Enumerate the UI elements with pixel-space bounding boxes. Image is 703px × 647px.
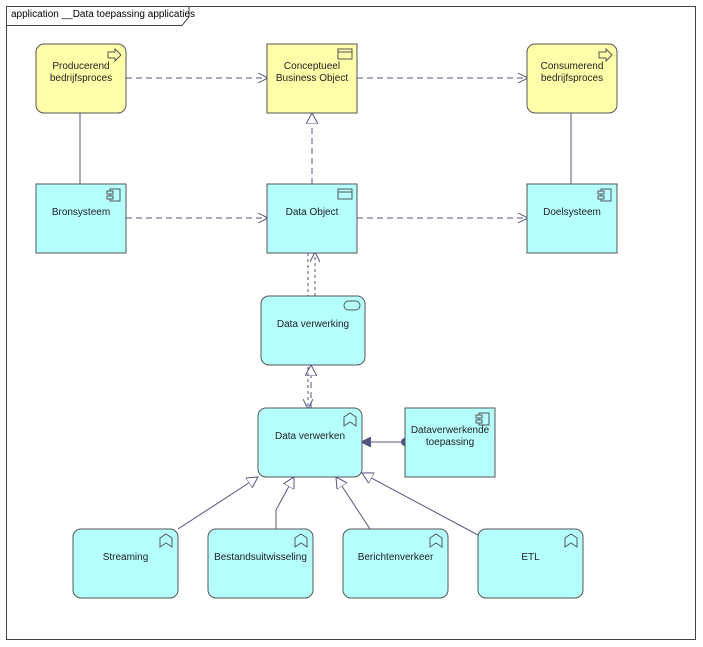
- node-doelsysteem[interactable]: Doelsysteem: [526, 183, 618, 254]
- frame-tab-outline: [6, 6, 190, 26]
- node-box: [526, 43, 618, 114]
- node-streaming[interactable]: Streaming: [72, 528, 179, 599]
- business-process-icon: [598, 47, 613, 63]
- nodes-layer: ProducerendbedrijfsprocesConceptueelBusi…: [35, 43, 618, 599]
- node-bestandsuitwisseling[interactable]: Bestandsuitwisseling: [207, 528, 314, 599]
- node-box: [72, 528, 179, 599]
- node-label: Business Object: [276, 73, 348, 84]
- node-box: [477, 528, 584, 599]
- application-component-icon: [475, 412, 490, 426]
- application-function-icon: [159, 533, 173, 548]
- node-data-object[interactable]: Data Object: [266, 183, 358, 254]
- node-label: Berichtenverkeer: [358, 552, 434, 563]
- application-function-icon: [343, 412, 357, 427]
- application-function-icon: [429, 533, 443, 548]
- node-label: Data verwerking: [277, 319, 349, 330]
- node-label: Bestandsuitwisseling: [214, 552, 307, 563]
- node-label: toepassing: [426, 437, 474, 448]
- node-label: Consumerend: [541, 61, 604, 72]
- business-process-icon: [107, 47, 122, 63]
- node-label: Data verwerken: [275, 431, 345, 442]
- node-label: Bronsysteem: [52, 207, 110, 218]
- application-function-icon: [294, 533, 308, 548]
- node-bronsysteem[interactable]: Bronsysteem: [35, 183, 127, 254]
- node-label: Dataverwerkende: [411, 425, 490, 436]
- node-label: Streaming: [103, 552, 149, 563]
- business-object-icon: [337, 48, 353, 60]
- frame-title: application __Data toepassing applicatie…: [11, 9, 196, 20]
- application-component-icon: [597, 188, 612, 202]
- application-component-icon: [106, 188, 121, 202]
- node-box: [266, 43, 358, 114]
- edge-specialization-streaming-to-data_verwerken[interactable]: [177, 477, 258, 530]
- application-service-icon: [343, 300, 361, 311]
- edge-specialization-bestandsuitwisseling-to-data_verwerken[interactable]: [275, 477, 294, 529]
- node-box: [35, 43, 127, 114]
- node-box: [260, 295, 366, 366]
- application-function-icon: [564, 533, 578, 548]
- node-label: Conceptueel: [284, 61, 340, 72]
- edge-specialization-etl-to-data_verwerken[interactable]: [362, 473, 479, 536]
- node-label: bedrijfsproces: [50, 73, 112, 84]
- node-box: [266, 183, 358, 254]
- node-data-verwerken[interactable]: Data verwerken: [257, 407, 363, 478]
- node-box: [342, 528, 449, 599]
- diagram-frame: [6, 6, 696, 640]
- node-label: Doelsysteem: [543, 207, 601, 218]
- node-box: [207, 528, 314, 599]
- node-etl[interactable]: ETL: [477, 528, 584, 599]
- node-label: Data Object: [286, 207, 339, 218]
- data-object-icon: [337, 188, 353, 200]
- node-label: bedrijfsproces: [541, 73, 603, 84]
- node-box: [257, 407, 363, 478]
- node-berichtenverkeer[interactable]: Berichtenverkeer: [342, 528, 449, 599]
- node-data-verwerking[interactable]: Data verwerking: [260, 295, 366, 366]
- node-label: ETL: [521, 552, 540, 563]
- node-label: Producerend: [52, 61, 109, 72]
- edge-specialization-berichtenverkeer-to-data_verwerken[interactable]: [336, 477, 371, 530]
